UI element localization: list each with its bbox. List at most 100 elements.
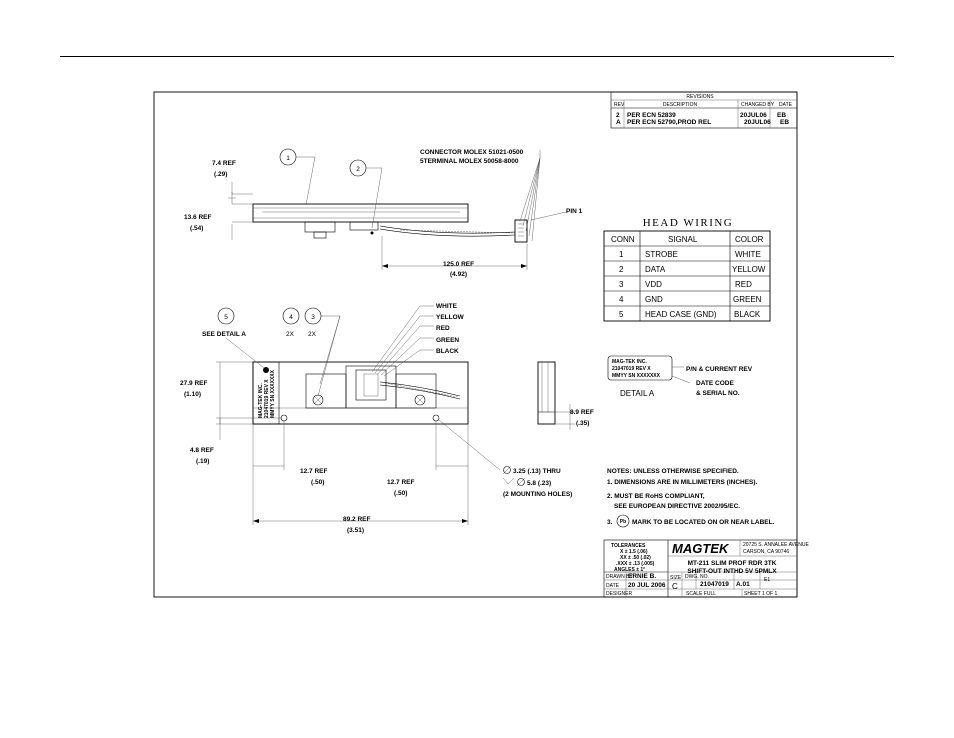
dim-12-7-a: 12.7 REF <box>300 468 327 475</box>
dim-4-8-in: (.19) <box>196 458 209 465</box>
changed-by-header: CHANGED BY <box>741 102 775 108</box>
dim-7-4-in: (.29) <box>214 171 227 178</box>
drawing-border <box>153 91 798 598</box>
wiring-row-2-color: YELLOW <box>732 265 766 274</box>
qty-2x-4: 2X <box>286 331 295 338</box>
wiring-row-1-conn: 1 <box>619 250 624 259</box>
magtek-logo: MAGTEK <box>672 541 730 556</box>
dim-13-6: 13.6 REF <box>184 214 211 221</box>
rev-row-2-rev: A <box>616 119 621 126</box>
date-value: 20 JUL 2006 <box>628 582 666 589</box>
rev-value: A.01 <box>736 581 750 588</box>
head-wiring-table: CONN SIGNAL COLOR 1 STROBE WHITE 2 DATA … <box>603 230 771 322</box>
dim-12-7-b: 12.7 REF <box>387 479 414 486</box>
description-line-1: MT-211 SLIM PROF RDR 3TK <box>688 560 777 567</box>
connector-callout: CONNECTOR MOLEX 51021-0500 <box>420 149 524 156</box>
dim-27-9-in: (1.10) <box>184 391 201 398</box>
label-line-3: MMYY SN XXXXXXX <box>270 369 276 418</box>
revisions-title: REVISIONS <box>686 94 714 100</box>
wiring-row-4-signal: GND <box>645 295 663 304</box>
detail-label-line-1: MAG-TEK INC. <box>612 359 647 365</box>
diameter-icon <box>502 465 526 487</box>
wiring-header-conn: CONN <box>611 235 635 244</box>
tolerance-1: X ± 1.5 (.06) <box>620 549 648 555</box>
wiring-row-3-signal: VDD <box>645 280 662 289</box>
balloon-2-label: 2 <box>356 166 360 173</box>
wiring-header-color: COLOR <box>735 235 764 244</box>
label-line-1: MAG-TEK INC. <box>258 383 264 418</box>
wiring-row-2-signal: DATA <box>645 265 666 274</box>
tolerances-label: TOLERANCES <box>611 543 646 549</box>
detail-a <box>607 355 691 384</box>
dim-12-7-a-in: (.50) <box>311 479 324 486</box>
note-2b: SEE EUROPEAN DIRECTIVE 2002/95/EC. <box>614 503 740 510</box>
detail-label-line-2: 21047019 REV X <box>612 366 651 372</box>
wiring-row-4-conn: 4 <box>619 295 624 304</box>
dim-27-9: 27.9 REF <box>180 380 207 387</box>
detail-a-title: DETAIL A <box>620 389 655 398</box>
revisions-table: REVISIONS REV DESCRIPTION CHANGED BY DAT… <box>610 91 798 129</box>
tolerance-3: .XXX ± .13 (.005) <box>616 561 655 567</box>
wiring-row-1-color: WHITE <box>735 250 761 259</box>
dim-7-4: 7.4 REF <box>212 160 236 167</box>
wire-green: GREEN <box>436 337 459 344</box>
dim-89-2: 89.2 REF <box>343 516 370 523</box>
hole-dim-2: 5.8 (.23) <box>527 480 551 487</box>
wiring-row-5-conn: 5 <box>619 310 624 319</box>
wire-yellow: YELLOW <box>436 314 465 321</box>
dwg-no-label: DWG. NO. <box>685 574 709 580</box>
product-label <box>252 361 280 425</box>
rev-row-1-rev: 2 <box>616 112 620 119</box>
rev-row-1-desc: PER ECN 52839 <box>627 112 676 119</box>
note-2a: 2. MUST BE RoHS COMPLIANT, <box>607 493 705 500</box>
front-label-text: MAG-TEK INC. 21047019 REV X MMYY SN XXXX… <box>258 369 276 418</box>
rev-row-1-changed: 20JUL06 <box>740 112 767 119</box>
rev-row-1-date: EB <box>777 112 786 119</box>
wire-red: RED <box>436 325 450 332</box>
scale-value: SCALE FULL <box>686 591 716 597</box>
note-1: 1. DIMENSIONS ARE IN MILLIMETERS (INCHES… <box>607 479 758 486</box>
rev-row-2-desc: PER ECN 52790,PROD REL <box>627 119 711 126</box>
date-header: DATE <box>779 102 793 108</box>
wire-black: BLACK <box>436 348 459 355</box>
balloon-1-label: 1 <box>286 155 290 162</box>
hole-dim-1: 3.25 (.13) THRU <box>513 468 561 475</box>
dim-125-in: (4.92) <box>450 271 467 278</box>
tolerance-4: ANGLES ± 1° <box>614 567 645 573</box>
wiring-row-2-conn: 2 <box>619 265 624 274</box>
detail-label-line-3: MMYY SN XXXXXXX <box>612 373 661 379</box>
pb-icon: Pb <box>616 514 630 528</box>
dwg-no-value: 21047019 <box>700 581 729 588</box>
detail-serial: & SERIAL NO. <box>696 390 740 397</box>
tolerance-2: XX ± .50 (.02) <box>620 555 651 561</box>
dim-12-7-b-in: (.50) <box>394 490 407 497</box>
rev-small: E1 <box>764 577 770 583</box>
see-detail-a: SEE DETAIL A <box>202 331 246 338</box>
rev-row-2-changed: 20JUL06 <box>744 119 771 126</box>
wiring-row-5-signal: HEAD CASE (GND) <box>645 310 717 319</box>
wiring-row-3-color: RED <box>735 280 752 289</box>
date-label: DATE <box>606 583 620 589</box>
wiring-row-4-color: GREEN <box>733 295 762 304</box>
wiring-row-3-conn: 3 <box>619 280 624 289</box>
wiring-row-5-color: BLACK <box>734 310 761 319</box>
wiring-header-signal: SIGNAL <box>668 235 698 244</box>
address-line-1: 20725 S. ANNALEE AVENUE <box>743 542 809 548</box>
balloon-4 <box>282 307 300 325</box>
sheet-value: SHEET 1 OF 1 <box>744 591 777 597</box>
head-wiring-title: HEAD WIRING <box>643 217 734 229</box>
title-block <box>603 539 798 598</box>
rev-row-2-date: EB <box>780 119 789 126</box>
size-label: SIZE <box>670 575 682 581</box>
designer-label: DESIGNER <box>606 591 633 597</box>
drawn-by-label: DRAWN BY <box>606 574 633 580</box>
balloon-5-label: 5 <box>224 314 228 321</box>
balloon-5 <box>217 307 235 325</box>
dim-89-2-in: (3.51) <box>347 527 364 534</box>
size-value: C <box>672 582 678 591</box>
dim-8-9: 8.9 REF <box>570 409 594 416</box>
front-view: 5 4 3 <box>216 305 501 525</box>
notes-header: NOTES: UNLESS OTHERWISE SPECIFIED. <box>607 468 739 475</box>
note-3-text: MARK TO BE LOCATED ON OR NEAR LABEL. <box>632 519 775 526</box>
